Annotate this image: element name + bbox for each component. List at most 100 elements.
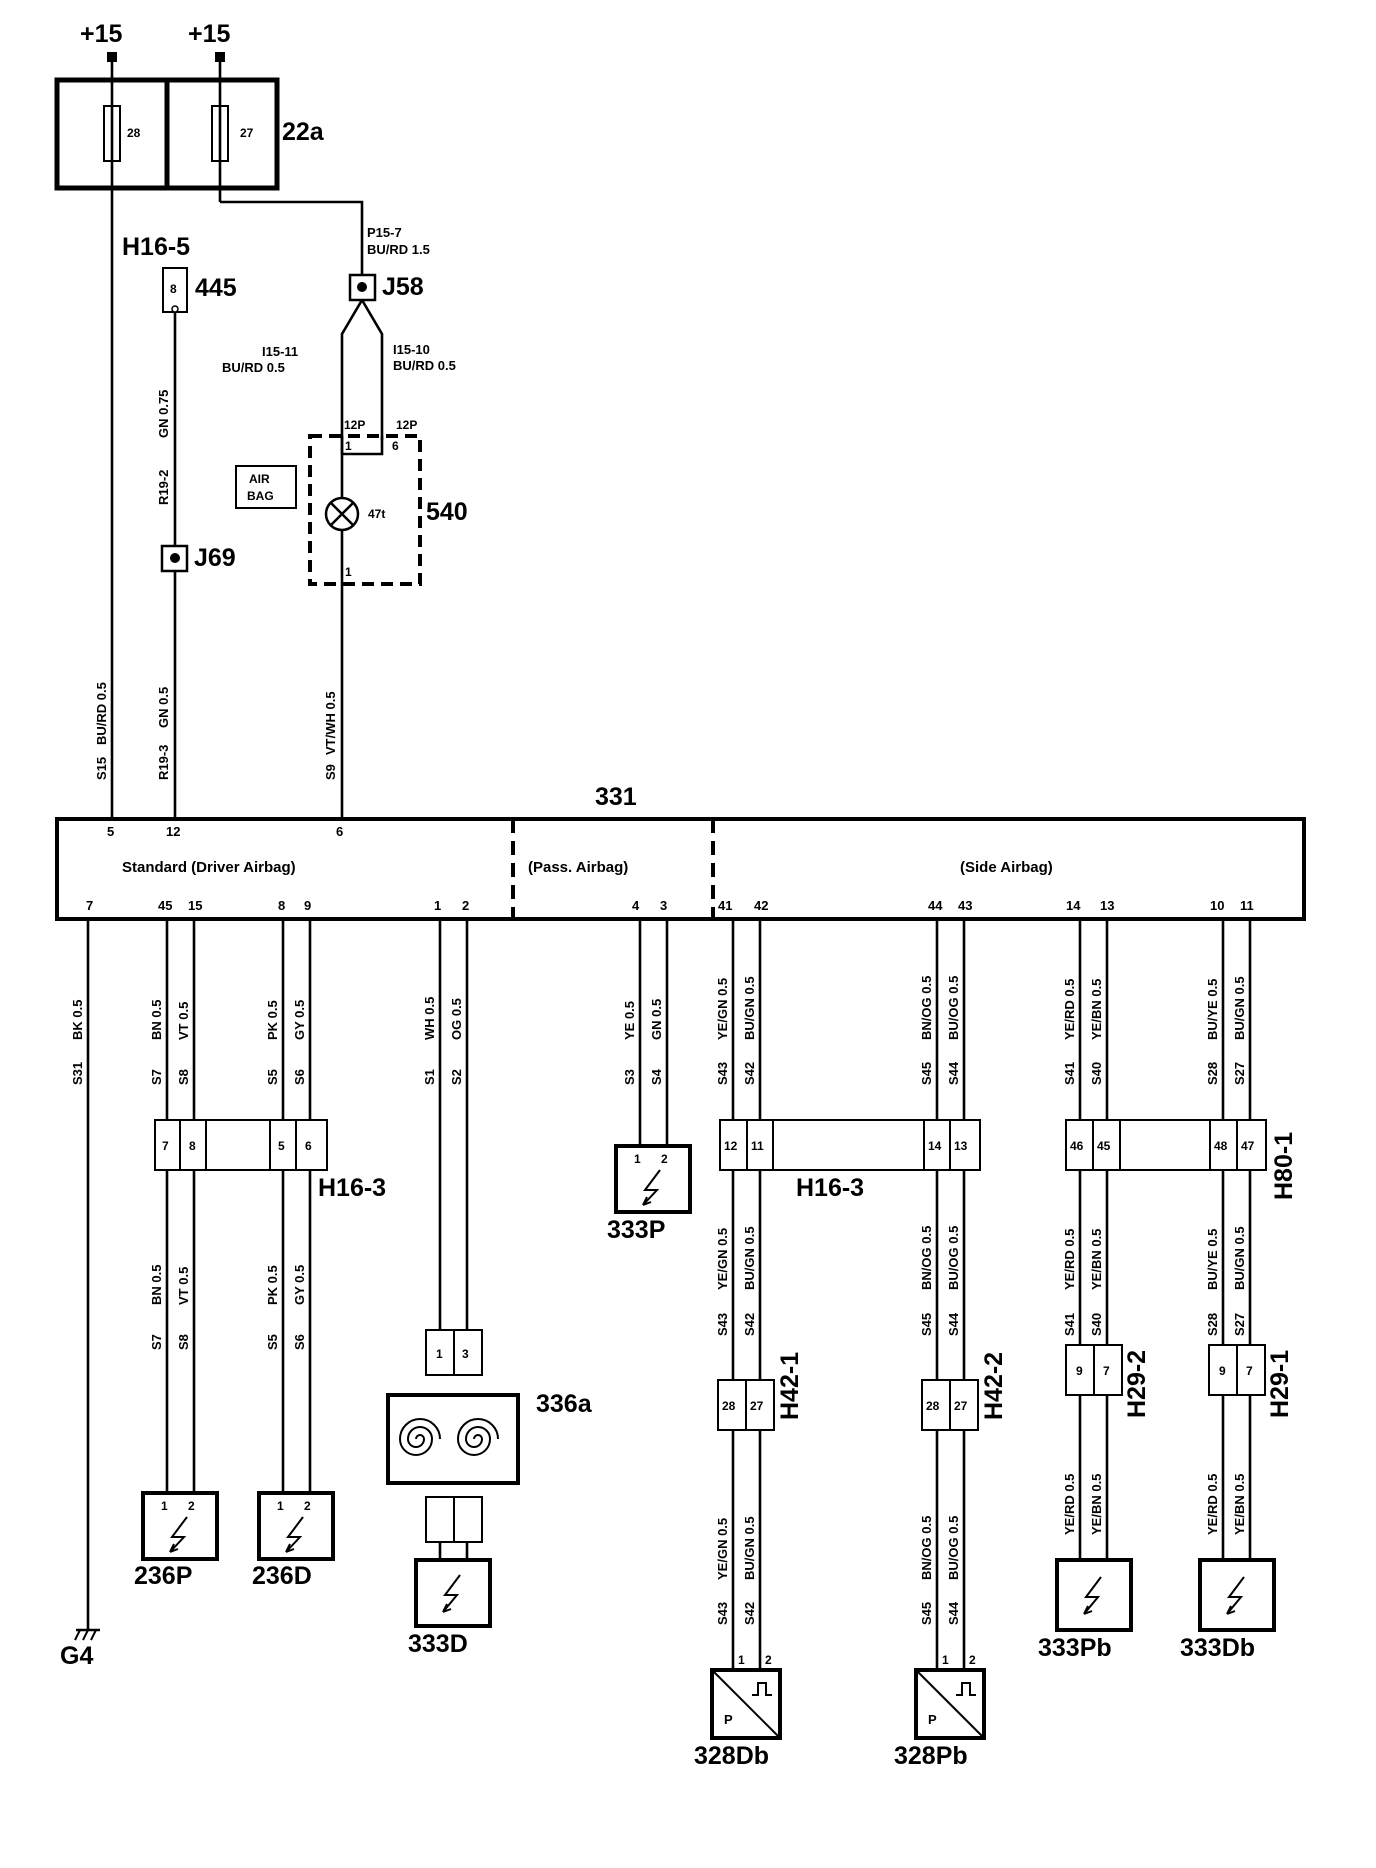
squib-icon: [285, 1516, 304, 1553]
wire-label-s3: S3: [622, 1069, 637, 1085]
wire-label-s40_wire: YE/BN 0.5: [1089, 1229, 1104, 1290]
pin-47: 47: [1241, 1139, 1255, 1153]
wire-label-s28_wire: BU/YE 0.5: [1205, 979, 1220, 1040]
pin-14: 14: [928, 1139, 942, 1153]
wire-label-s41_wire: YE/RD 0.5: [1062, 1229, 1077, 1290]
wire-label-s28: S28: [1205, 1062, 1220, 1085]
airbag-warning-lamp-540: 12P 12P 1 6 47t 1 540 AIR BAG: [235, 418, 468, 586]
module-pin-7: 7: [86, 898, 93, 913]
wire-label-s5_wire: PK 0.5: [265, 1265, 280, 1305]
r19-2-wire: GN 0.75: [156, 390, 171, 438]
h16-3-left-label: H16-3: [318, 1174, 386, 1202]
h29-2-pin-9: 9: [1076, 1364, 1083, 1378]
wire-label-s6_wire: GY 0.5: [292, 1000, 307, 1040]
connector-445-label: 445: [195, 274, 237, 302]
component-333d-label: 333D: [408, 1630, 468, 1658]
wire-label-s43_wire: YE/GN 0.5: [715, 1228, 730, 1290]
module-pin-14: 14: [1066, 898, 1081, 913]
squib-icon: [442, 1574, 461, 1613]
junction-j69: J69: [160, 544, 236, 573]
connector-h16-3-left: 7 8 5 6 H16-3: [154, 1119, 386, 1202]
h29-1-pin-7: 7: [1246, 1364, 1253, 1378]
s9-label: S9: [323, 764, 338, 780]
pin-12: 12: [724, 1139, 738, 1153]
squib-icon: [642, 1169, 661, 1206]
power-terminal-right: [215, 52, 225, 62]
i15-10-wire: BU/RD 0.5: [393, 358, 456, 373]
s9-wire: VT/WH 0.5: [323, 691, 338, 755]
fuse-28-label: 28: [127, 126, 141, 140]
conn-12p-a: 12P: [344, 418, 365, 432]
p15-7-wire: BU/RD 1.5: [367, 242, 430, 257]
ground-g4: G4: [60, 1628, 100, 1670]
component-540-label: 540: [426, 498, 468, 526]
wire-label-s44: S44: [946, 1061, 961, 1085]
spiral-icon-right: [456, 1418, 499, 1456]
h42-2-label: H42-2: [980, 1352, 1008, 1420]
wire-label-s27_wire: BU/GN 0.5: [1232, 1226, 1247, 1290]
236d-pin-2: 2: [304, 1499, 311, 1513]
sensor-p: P: [928, 1712, 937, 1727]
lower-wiring: [86, 919, 1252, 1670]
r19-3-wire: GN 0.5: [156, 687, 171, 728]
module-pin-42: 42: [754, 898, 768, 913]
connector-h42-2: 28 27 H42-2: [921, 1352, 1008, 1431]
module-pin-2: 2: [462, 898, 469, 913]
squib-icon: [169, 1516, 188, 1553]
wire-label-s45_wire: BN/OG 0.5: [919, 1516, 934, 1580]
lamp-pin-1: 1: [345, 439, 352, 453]
wire-label-s44: S44: [946, 1312, 961, 1336]
wire-label-s6: S6: [292, 1334, 307, 1350]
j69-label: J69: [194, 544, 236, 572]
power-terminal-left: [107, 52, 117, 62]
connector-h16-3-right: 12 11 14 13 H16-3: [719, 1119, 981, 1202]
wire-label-s7_wire: BN 0.5: [149, 1265, 164, 1305]
section-standard: Standard (Driver Airbag): [122, 859, 296, 876]
333p-pin-2: 2: [661, 1152, 668, 1166]
module-pin-15: 15: [188, 898, 202, 913]
airbag-symbol-line1: AIR: [249, 472, 270, 486]
power-supply: +15 +15: [80, 20, 231, 62]
component-236d-label: 236D: [252, 1562, 312, 1590]
wire-label-s41: S41: [1062, 1313, 1077, 1336]
h29-2-pin-7: 7: [1103, 1364, 1110, 1378]
squib-333db: 333Db: [1180, 1558, 1276, 1662]
junction-j58: J58 P15-7 BU/RD 1.5 I15-11 BU/RD 0.5 I15…: [222, 225, 456, 375]
squib-236d: 1 2 236D: [252, 1491, 335, 1590]
p15-7-label: P15-7: [367, 225, 402, 240]
i15-11-wire: BU/RD 0.5: [222, 360, 285, 375]
pressure-sensor-328db: 1 2 P 328Db: [694, 1653, 782, 1770]
lamp-pin-1b: 1: [345, 565, 352, 579]
pulse-icon: [752, 1682, 772, 1696]
module-pin-41: 41: [718, 898, 732, 913]
wire-label-s27: S27: [1232, 1062, 1247, 1085]
h42-1-pin-27: 27: [750, 1399, 764, 1413]
wire-label-s7: S7: [149, 1069, 164, 1085]
wire-label-s6: S6: [292, 1069, 307, 1085]
ground-g4-label: G4: [60, 1642, 93, 1670]
wire-label-s41_wire: YE/RD 0.5: [1062, 979, 1077, 1040]
clock-spring-336a: 1 3 336a: [386, 1329, 593, 1560]
pin-13: 13: [954, 1139, 968, 1153]
wire-label-s6_wire: GY 0.5: [292, 1265, 307, 1305]
wire-label-s44: S44: [946, 1601, 961, 1625]
wire-label-s8_wire: VT 0.5: [176, 1267, 191, 1305]
wire-label-s43_wire: YE/GN 0.5: [715, 978, 730, 1040]
wire-label-s44_wire: BU/OG 0.5: [946, 1516, 961, 1580]
fuse-27-label: 27: [240, 126, 254, 140]
wire-label-s28_wire: BU/YE 0.5: [1205, 1229, 1220, 1290]
sensor-diagonal: [915, 1669, 985, 1739]
pressure-sensor-328pb: 1 2 P 328Pb: [894, 1653, 986, 1770]
h42-2-pin-27: 27: [954, 1399, 968, 1413]
pin-7: 7: [162, 1139, 169, 1153]
wire-label-s45_wire: BN/OG 0.5: [919, 976, 934, 1040]
h29-2-label: H29-2: [1123, 1350, 1151, 1418]
wire-label-s45: S45: [919, 1062, 934, 1085]
control-module-331: 331 Standard (Driver Airbag) (Pass. Airb…: [55, 783, 1306, 921]
module-pin-9: 9: [304, 898, 311, 913]
wire-label-s8: S8: [176, 1334, 191, 1350]
connector-h16-5: H16-5 8 445: [122, 233, 237, 313]
squib-icon: [1083, 1576, 1102, 1615]
